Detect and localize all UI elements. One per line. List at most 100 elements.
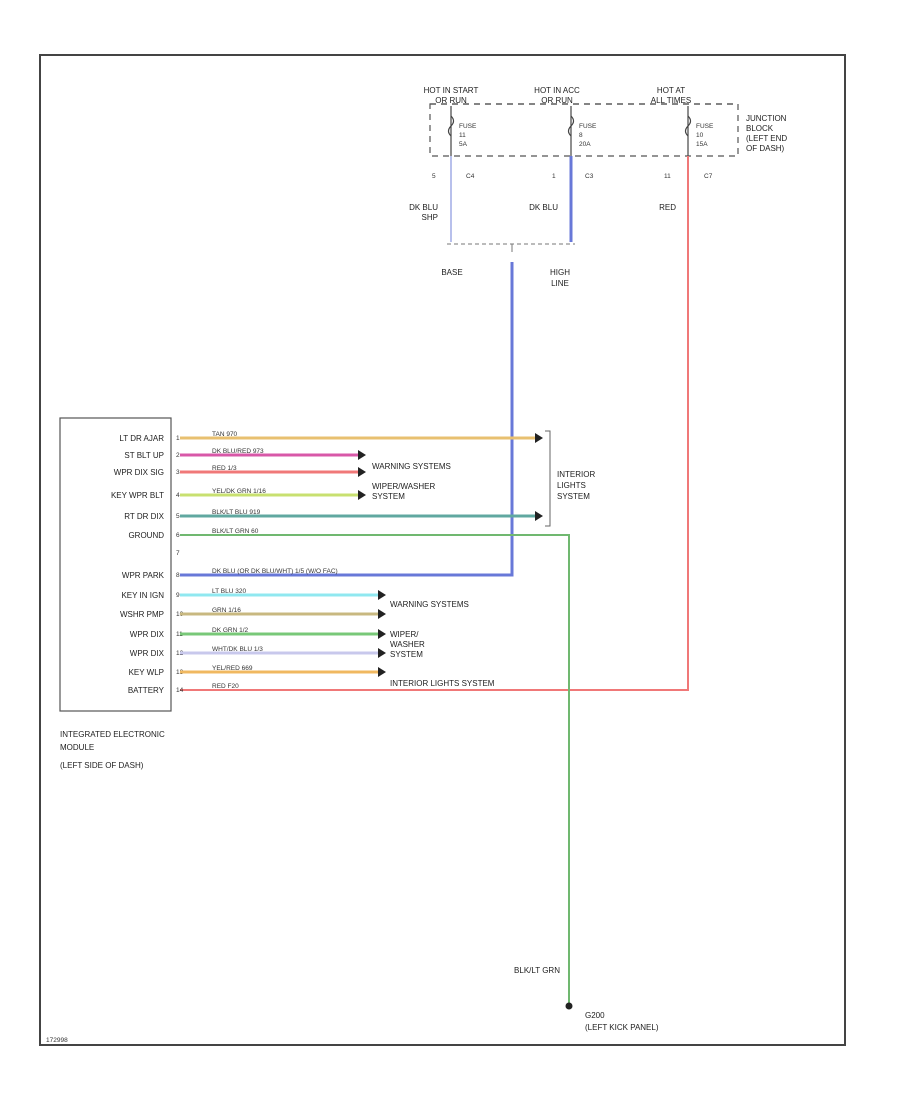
dest-interior-lights-line1: INTERIOR (557, 470, 595, 479)
power-label-start-run-line1: HOT IN START (424, 86, 479, 95)
module-pin-label: RT DR DIX (124, 512, 164, 521)
module-pin-label: ST BLT UP (124, 451, 164, 460)
junction-block-label-line2: BLOCK (746, 124, 774, 133)
wire-arrow-icon (358, 490, 366, 500)
feed-wire2-color-label: DK BLU (529, 203, 558, 212)
feed-wire-red-battery (180, 156, 689, 691)
power-label-all-times-line1: HOT AT (657, 86, 685, 95)
fuse-8: FUSE 8 20A (567, 106, 597, 156)
diagram-frame (39, 54, 846, 1046)
wire-color-label: RED F20 (212, 683, 239, 690)
wire-color-label: YEL/RED 669 (212, 665, 253, 672)
dest-wiper-washer-2-line3: SYSTEM (390, 650, 423, 659)
module-pin-number: 3 (176, 469, 180, 476)
wire-color-label: GRN 1/16 (212, 607, 241, 614)
wire-arrow-icon (378, 609, 386, 619)
wire-color-label: DK BLU/RED 973 (212, 448, 264, 455)
module-pin-number: 4 (176, 492, 180, 499)
module-pin-label: WPR DIX SIG (114, 468, 164, 477)
fuse-11-rating: 5A (459, 141, 468, 148)
power-label-start-run-line2: OR RUN (435, 96, 467, 105)
junction-conn-c3: C3 (585, 173, 594, 180)
ground-point-g200 (565, 1002, 573, 1010)
wire-color-label: LT BLU 320 (212, 588, 246, 595)
variant-high-label-line2: LINE (551, 279, 569, 288)
junction-conn-c4: C4 (466, 173, 475, 180)
junction-pin-11: 11 (664, 173, 671, 180)
module-pin-label: KEY IN IGN (121, 591, 164, 600)
wire-arrow-icon (378, 648, 386, 658)
module-pin-number: 1 (176, 435, 180, 442)
wire-color-label: BLK/LT GRN 60 (212, 528, 259, 535)
junction-conn-c7: C7 (704, 173, 713, 180)
wire-arrow-icon (535, 511, 543, 521)
dest-interior-lights-line3: SYSTEM (557, 492, 590, 501)
fuse-8-rating: 20A (579, 141, 591, 148)
dest-wiper-washer-1-line1: WIPER/WASHER (372, 482, 435, 491)
feed-wires: DK BLU SHP DK BLU RED BASE HIGH LINE (180, 156, 689, 691)
dest-interior-lights-line2: LIGHTS (557, 481, 586, 490)
junction-pin-5: 5 (432, 173, 436, 180)
module-pin-label: WPR DIX (130, 630, 165, 639)
module-pin-number: 12 (176, 650, 184, 657)
module-pin-number: 2 (176, 452, 180, 459)
module-pin-number: 5 (176, 513, 180, 520)
dest-wiper-washer-2-line1: WIPER/ (390, 630, 419, 639)
fuse-11: FUSE 11 5A (447, 106, 477, 156)
dest-warning-systems-2: WARNING SYSTEMS (390, 600, 469, 609)
dest-wiper-washer-2-line2: WASHER (390, 640, 425, 649)
fuse-11-number: 11 (459, 132, 466, 139)
module-pin-number: 9 (176, 592, 180, 599)
dest-interior-lights-2: INTERIOR LIGHTS SYSTEM (390, 679, 495, 688)
diagram-code: 172998 (46, 1037, 68, 1044)
fuse-10-label: FUSE (696, 123, 714, 130)
wire-arrow-icon (378, 667, 386, 677)
module-pin-label: WSHR PMP (120, 610, 164, 619)
module-name-line3: (LEFT SIDE OF DASH) (60, 761, 144, 770)
ground-wire-label: BLK/LT GRN (514, 966, 560, 975)
wire-color-label: TAN 970 (212, 431, 238, 438)
ground-location: (LEFT KICK PANEL) (585, 1023, 659, 1032)
ground: BLK/LT GRN G200 (LEFT KICK PANEL) (180, 534, 659, 1032)
module-pin-label: BATTERY (128, 686, 165, 695)
module-box (59, 417, 172, 712)
wire-arrow-icon (358, 450, 366, 460)
wire-color-label: DK BLU (OR DK BLU/WHT) 1/5 (W/O FAC) (212, 568, 338, 575)
module-pin-label: LT DR AJAR (119, 434, 164, 443)
junction-block-label-line3: (LEFT END (746, 134, 787, 143)
power-label-all-times-line2: ALL TIMES (651, 96, 691, 105)
fuse-10: FUSE 10 15A (684, 106, 714, 156)
ground-wire (180, 534, 570, 1004)
module-pin-number: 10 (176, 611, 184, 618)
module-name-line1: INTEGRATED ELECTRONIC (60, 730, 165, 739)
feed-wire3-color-label: RED (659, 203, 676, 212)
wire-color-label: BLK/LT BLU 919 (212, 509, 261, 516)
module-pin-number: 6 (176, 532, 180, 539)
dest-warning-systems-1: WARNING SYSTEMS (372, 462, 451, 471)
module-pin-number: 14 (176, 687, 184, 694)
fuse-8-number: 8 (579, 132, 583, 139)
module-pin-label: WPR DIX (130, 649, 165, 658)
module-pin-label: KEY WLP (129, 668, 164, 677)
variant-high-label-line1: HIGH (550, 268, 570, 277)
fuse-10-rating: 15A (696, 141, 708, 148)
module-pin-label: GROUND (128, 531, 164, 540)
junction-block-label-line1: JUNCTION (746, 114, 787, 123)
module-pin-label: KEY WPR BLT (111, 491, 164, 500)
feed-wire1-color-label: DK BLU (409, 203, 438, 212)
fuse-11-label: FUSE (459, 123, 477, 130)
module-pin-label: WPR PARK (122, 571, 165, 580)
wire-color-label: WHT/DK BLU 1/3 (212, 646, 263, 653)
junction-pin-1: 1 (552, 173, 556, 180)
junction-block: HOT IN START OR RUN HOT IN ACC OR RUN HO… (424, 86, 788, 180)
module-pin-number: 11 (176, 631, 183, 638)
ground-name: G200 (585, 1011, 605, 1020)
module-pin-number: 7 (176, 550, 180, 557)
power-label-acc-run-line1: HOT IN ACC (534, 86, 580, 95)
variant-base-label: BASE (441, 268, 462, 277)
wire-color-label: RED 1/3 (212, 465, 237, 472)
wire-color-label: YEL/DK GRN 1/16 (212, 488, 266, 495)
destinations: WARNING SYSTEMS WIPER/WASHER SYSTEM INTE… (372, 430, 595, 688)
